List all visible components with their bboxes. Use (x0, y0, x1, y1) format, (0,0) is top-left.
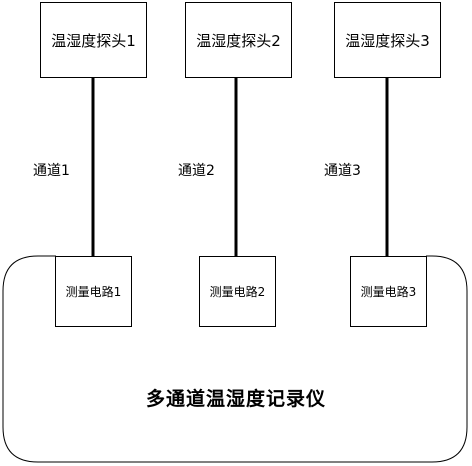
probe-label-3: 温湿度探头3 (345, 31, 430, 50)
probe-label-2: 温湿度探头2 (196, 31, 281, 50)
probe-box-3: 温湿度探头3 (334, 2, 441, 78)
probe-label-1: 温湿度探头1 (51, 31, 136, 50)
circuit-box-3: 测量电路3 (350, 256, 427, 327)
channel-label-1: 通道1 (33, 163, 70, 179)
circuit-label-3: 测量电路3 (360, 285, 417, 299)
circuit-label-1: 测量电路1 (65, 285, 122, 299)
circuit-label-2: 测量电路2 (209, 285, 266, 299)
circuit-box-2: 测量电路2 (199, 256, 276, 327)
recorder-enclosure (2, 255, 468, 463)
device-title: 多通道温湿度记录仪 (145, 388, 326, 410)
circuit-box-1: 测量电路1 (55, 256, 132, 327)
probe-box-2: 温湿度探头2 (185, 2, 292, 78)
channel-label-2: 通道2 (178, 163, 215, 179)
channel-label-3: 通道3 (324, 163, 361, 179)
probe-box-1: 温湿度探头1 (40, 2, 147, 78)
